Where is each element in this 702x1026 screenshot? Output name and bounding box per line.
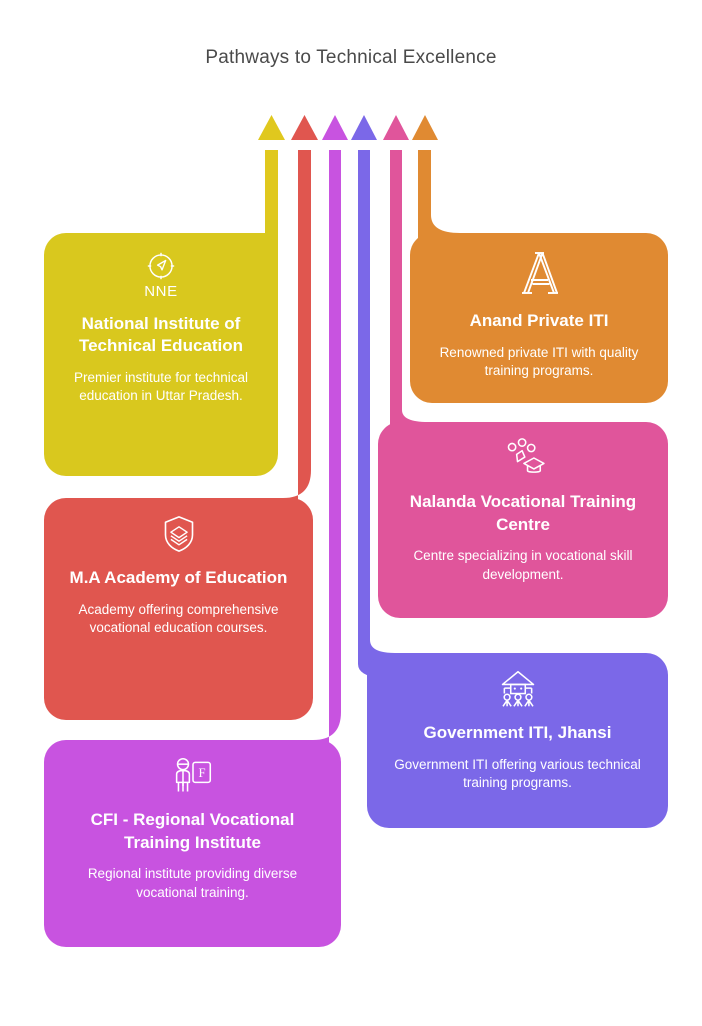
card-title: National Institute of Technical Educatio…	[78, 313, 244, 356]
connector-violet	[200, 115, 348, 766]
card-ma-academy-of-education[interactable]: M.A Academy of Education Academy offerin…	[44, 498, 313, 720]
card-national-institute-of-technical-education[interactable]: NNE National Institute of Technical Educ…	[44, 233, 278, 476]
card-description: Regional institute providing diverse voc…	[87, 866, 298, 900]
card-description: Centre specializing in vocational skill …	[413, 548, 633, 582]
connector-indigo	[351, 115, 500, 679]
card-description: Academy offering comprehensive vocationa…	[78, 601, 279, 636]
card-title: M.A Academy of Education	[69, 568, 288, 587]
connector-pink	[383, 115, 540, 448]
card-nalanda-vocational-training-centre[interactable]: Nalanda Vocational Training Centre Centr…	[378, 422, 668, 618]
page-title: Pathways to Technical Excellence	[205, 47, 497, 68]
card-description: Government ITI offering various technica…	[394, 756, 641, 791]
card-title: CFI - Regional Vocational Training Insti…	[90, 810, 295, 852]
classroom-icon	[495, 669, 541, 709]
shield-books-icon	[161, 514, 197, 554]
card-title: Government ITI, Jhansi	[423, 723, 612, 742]
svg-text:F: F	[198, 766, 205, 780]
card-title: Anand Private ITI	[469, 311, 609, 330]
compass-icon	[144, 249, 178, 283]
card-description: Premier institute for technical educatio…	[73, 369, 249, 404]
trainer-board-icon: F	[171, 756, 215, 796]
card-icon-label: NNE	[144, 283, 178, 300]
letter-a-icon	[517, 249, 561, 297]
card-description: Renowned private ITI with quality traini…	[439, 344, 639, 379]
connector-red	[180, 115, 318, 525]
card-anand-private-iti[interactable]: Anand Private ITI Renowned private ITI w…	[410, 233, 668, 403]
card-cfi-regional-vocational-training-institute[interactable]: F CFI - Regional Vocational Training Ins…	[44, 740, 341, 947]
card-title: Nalanda Vocational Training Centre	[409, 492, 637, 534]
graduation-cap-icon	[501, 438, 545, 478]
card-government-iti-jhansi[interactable]: Government ITI, Jhansi Government ITI of…	[367, 653, 668, 828]
